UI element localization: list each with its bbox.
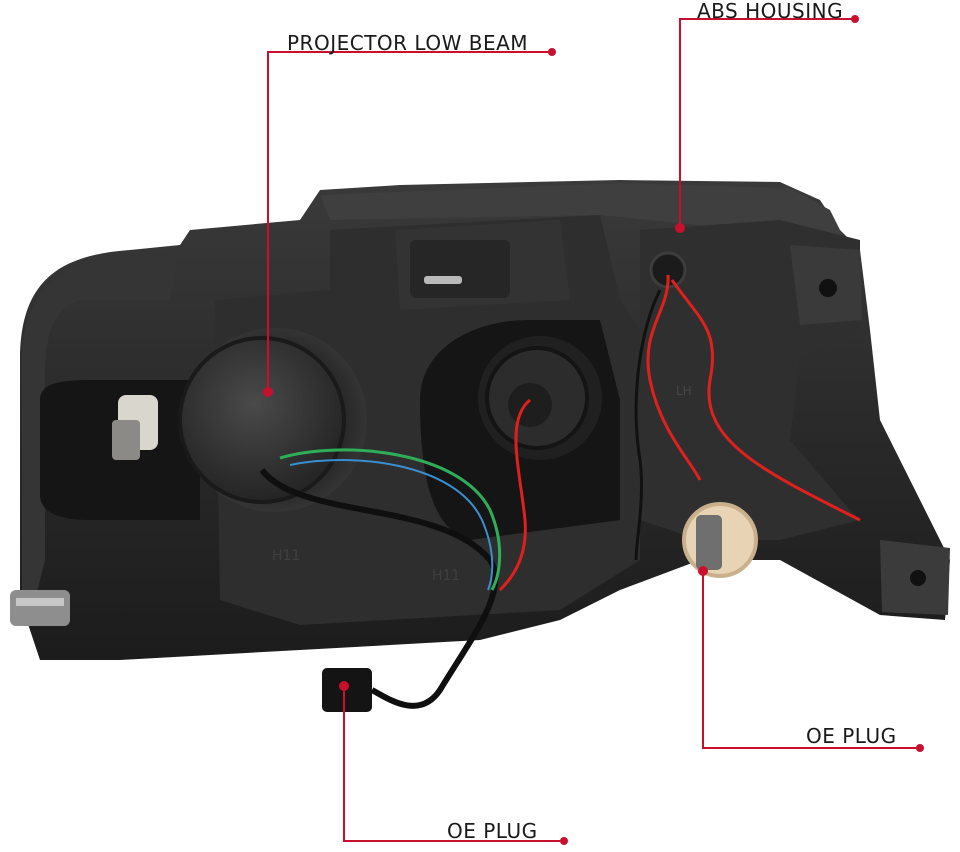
callout-projector-line [263,48,556,397]
round-boss [472,257,508,293]
mark-h11-left: H11 [272,548,300,564]
callout-oe-right-line [698,566,924,752]
clip-pin [424,276,462,284]
oe-plug-socket-core [696,515,722,570]
callout-label-oe-plug-bottom: OE PLUG [447,819,538,843]
small-socket-plug [112,420,140,460]
mark-lh: LH [676,384,692,398]
wire-green [279,448,502,591]
mark-h11-right: H11 [432,568,460,584]
wire-red-right-bulb [498,398,532,592]
lower-left-clip-inner [16,598,64,606]
housing-left-rim [22,252,180,600]
callout-oe-bottom-line [339,681,568,845]
callout-label-projector-low-beam: PROJECTOR LOW BEAM [287,31,529,55]
wire-red-abs-2 [670,279,861,522]
lower-left-clip [10,590,70,626]
callout-label-abs-housing: ABS HOUSING [697,0,844,23]
wire-black-abs [634,289,662,561]
projector-cap-rim [178,336,346,504]
callout-label-oe-plug-right: OE PLUG [806,724,897,748]
mount-hole-top [819,279,837,297]
mount-hole-bottom [910,570,926,586]
callout-abs-line [675,15,859,233]
bulb-boot-center [508,383,552,427]
wire-red-abs-1 [646,274,702,481]
projector-cap [180,338,344,502]
wire-blue [289,458,494,591]
